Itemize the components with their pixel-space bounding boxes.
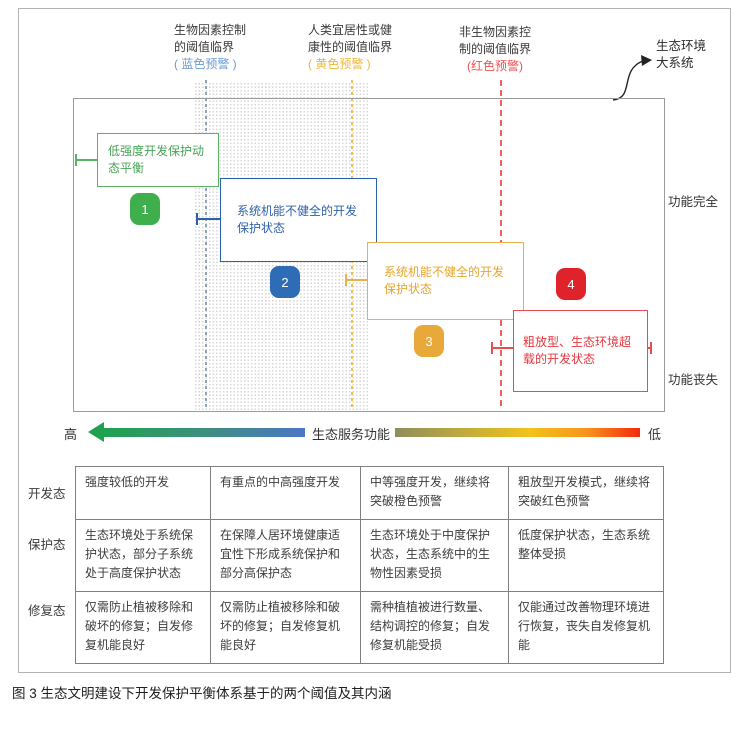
table-cell: 强度较低的开发 bbox=[75, 466, 211, 520]
threshold-habitability-warning: ( 黄色预警 ) bbox=[308, 57, 371, 71]
axis-high-label: 高 bbox=[64, 427, 78, 442]
connector-tick bbox=[196, 213, 198, 225]
threshold-biotic-line1: 生物因素控制 bbox=[174, 23, 247, 37]
state-box-1: 低强度开发保护动态平衡 bbox=[97, 133, 219, 187]
table-cell: 中等强度开发，继续将突破橙色预警 bbox=[360, 466, 509, 520]
connector-tick bbox=[75, 154, 77, 166]
threshold-abiotic-warning: (红色预警) bbox=[467, 59, 523, 73]
state-box-1-label: 低强度开发保护动态平衡 bbox=[108, 144, 205, 175]
green-arrow-head-icon bbox=[88, 422, 104, 442]
function-lost-label: 功能丧失 bbox=[668, 373, 719, 387]
threshold-habitability-line2: 康性的阈值临界 bbox=[308, 40, 393, 54]
table-cell: 粗放型开发模式，继续将突破红色预警 bbox=[508, 466, 664, 520]
state-box-3-label: 系统机能不健全的开发保护状态 bbox=[384, 265, 505, 296]
green-blue-gradient-bar bbox=[103, 428, 305, 437]
connector-line bbox=[491, 347, 514, 349]
axis-low-label: 低 bbox=[648, 427, 662, 442]
threshold-biotic-line2: 的阈值临界 bbox=[174, 40, 235, 54]
badge-3: 3 bbox=[414, 325, 444, 357]
table-row: 强度较低的开发 有重点的中高强度开发 中等强度开发，继续将突破橙色预警 粗放型开… bbox=[75, 466, 664, 520]
row-label-protection: 保护态 bbox=[28, 538, 66, 552]
badge-4: 4 bbox=[556, 268, 586, 300]
table-cell: 低度保护状态，生态系统整体受损 bbox=[508, 519, 664, 592]
table-row: 仅需防止植被移除和破坏的修复；自发修复机能良好 仅需防止植被移除和破坏的修复；自… bbox=[75, 591, 664, 664]
threshold-abiotic-line1: 非生物因素控 bbox=[459, 25, 532, 39]
state-box-4: 粗放型、生态环境超载的开发状态 bbox=[513, 310, 648, 392]
connector-line bbox=[345, 279, 368, 281]
table-row: 生态环境处于系统保护状态，部分子系统处于高度保护状态 在保障人居环境健康适宜性下… bbox=[75, 519, 664, 592]
threshold-abiotic-line2: 制的阈值临界 bbox=[459, 42, 532, 56]
figure-outer-border bbox=[18, 8, 731, 673]
table-cell: 生态环境处于中度保护状态，生态系统中的生物性因素受损 bbox=[360, 519, 509, 592]
threshold-label-habitability: 人类宜居性或健 康性的阈值临界 ( 黄色预警 ) bbox=[308, 22, 392, 73]
blue-threshold-dashed-line bbox=[205, 80, 207, 410]
badge-1: 1 bbox=[130, 193, 160, 225]
function-complete-label: 功能完全 bbox=[668, 195, 719, 209]
state-box-2: 系统机能不健全的开发保护状态 bbox=[220, 178, 377, 262]
table-cell: 在保障人居环境健康适宜性下形成系统保护和部分高保护态 bbox=[210, 519, 361, 592]
state-box-4-label: 粗放型、生态环境超载的开发状态 bbox=[523, 335, 632, 366]
ecosystem-label-line2: 大系统 bbox=[656, 56, 694, 70]
table-cell: 需种植植被进行数量、结构调控的修复；自发修复机能受损 bbox=[360, 591, 509, 664]
threshold-meaning-table: 强度较低的开发 有重点的中高强度开发 中等强度开发，继续将突破橙色预警 粗放型开… bbox=[75, 466, 664, 664]
connector-tick bbox=[650, 342, 652, 354]
threshold-label-abiotic: 非生物因素控 制的阈值临界 (红色预警) bbox=[459, 24, 531, 75]
threshold-label-biotic: 生物因素控制 的阈值临界 ( 蓝色预警 ) bbox=[174, 22, 246, 73]
threshold-biotic-warning: ( 蓝色预警 ) bbox=[174, 57, 237, 71]
connector-tick bbox=[491, 342, 493, 354]
table-cell: 仅需防止植被移除和破坏的修复；自发修复机能良好 bbox=[75, 591, 211, 664]
figure-caption: 图 3 生态文明建设下开发保护平衡体系基于的两个阈值及其内涵 bbox=[12, 686, 392, 701]
state-box-3: 系统机能不健全的开发保护状态 bbox=[367, 242, 524, 320]
badge-1-number: 1 bbox=[141, 201, 149, 217]
row-label-development: 开发态 bbox=[28, 487, 66, 501]
table-cell: 有重点的中高强度开发 bbox=[210, 466, 361, 520]
connector-line bbox=[75, 159, 98, 161]
row-label-restoration: 修复态 bbox=[28, 604, 66, 618]
connector-line bbox=[196, 218, 221, 220]
ecosystem-system-label: 生态环境 大系统 bbox=[656, 38, 706, 72]
table-cell: 生态环境处于系统保护状态，部分子系统处于高度保护状态 bbox=[75, 519, 211, 592]
yellow-red-gradient-bar bbox=[395, 428, 640, 437]
table-cell: 仅需防止植被移除和破坏的修复；自发修复机能良好 bbox=[210, 591, 361, 664]
threshold-habitability-line1: 人类宜居性或健 bbox=[308, 23, 393, 37]
badge-3-number: 3 bbox=[425, 333, 433, 349]
axis-title: 生态服务功能 bbox=[312, 427, 391, 442]
badge-4-number: 4 bbox=[567, 276, 575, 292]
connector-tick bbox=[345, 274, 347, 286]
badge-2: 2 bbox=[270, 266, 300, 298]
table-cell: 仅能通过改善物理环境进行恢复，丧失自发修复机能 bbox=[508, 591, 664, 664]
main-diagram-frame bbox=[73, 98, 665, 412]
ecosystem-label-line1: 生态环境 bbox=[656, 39, 707, 53]
badge-2-number: 2 bbox=[281, 274, 289, 290]
state-box-2-label: 系统机能不健全的开发保护状态 bbox=[237, 204, 358, 235]
curved-arrow-icon bbox=[612, 55, 652, 101]
